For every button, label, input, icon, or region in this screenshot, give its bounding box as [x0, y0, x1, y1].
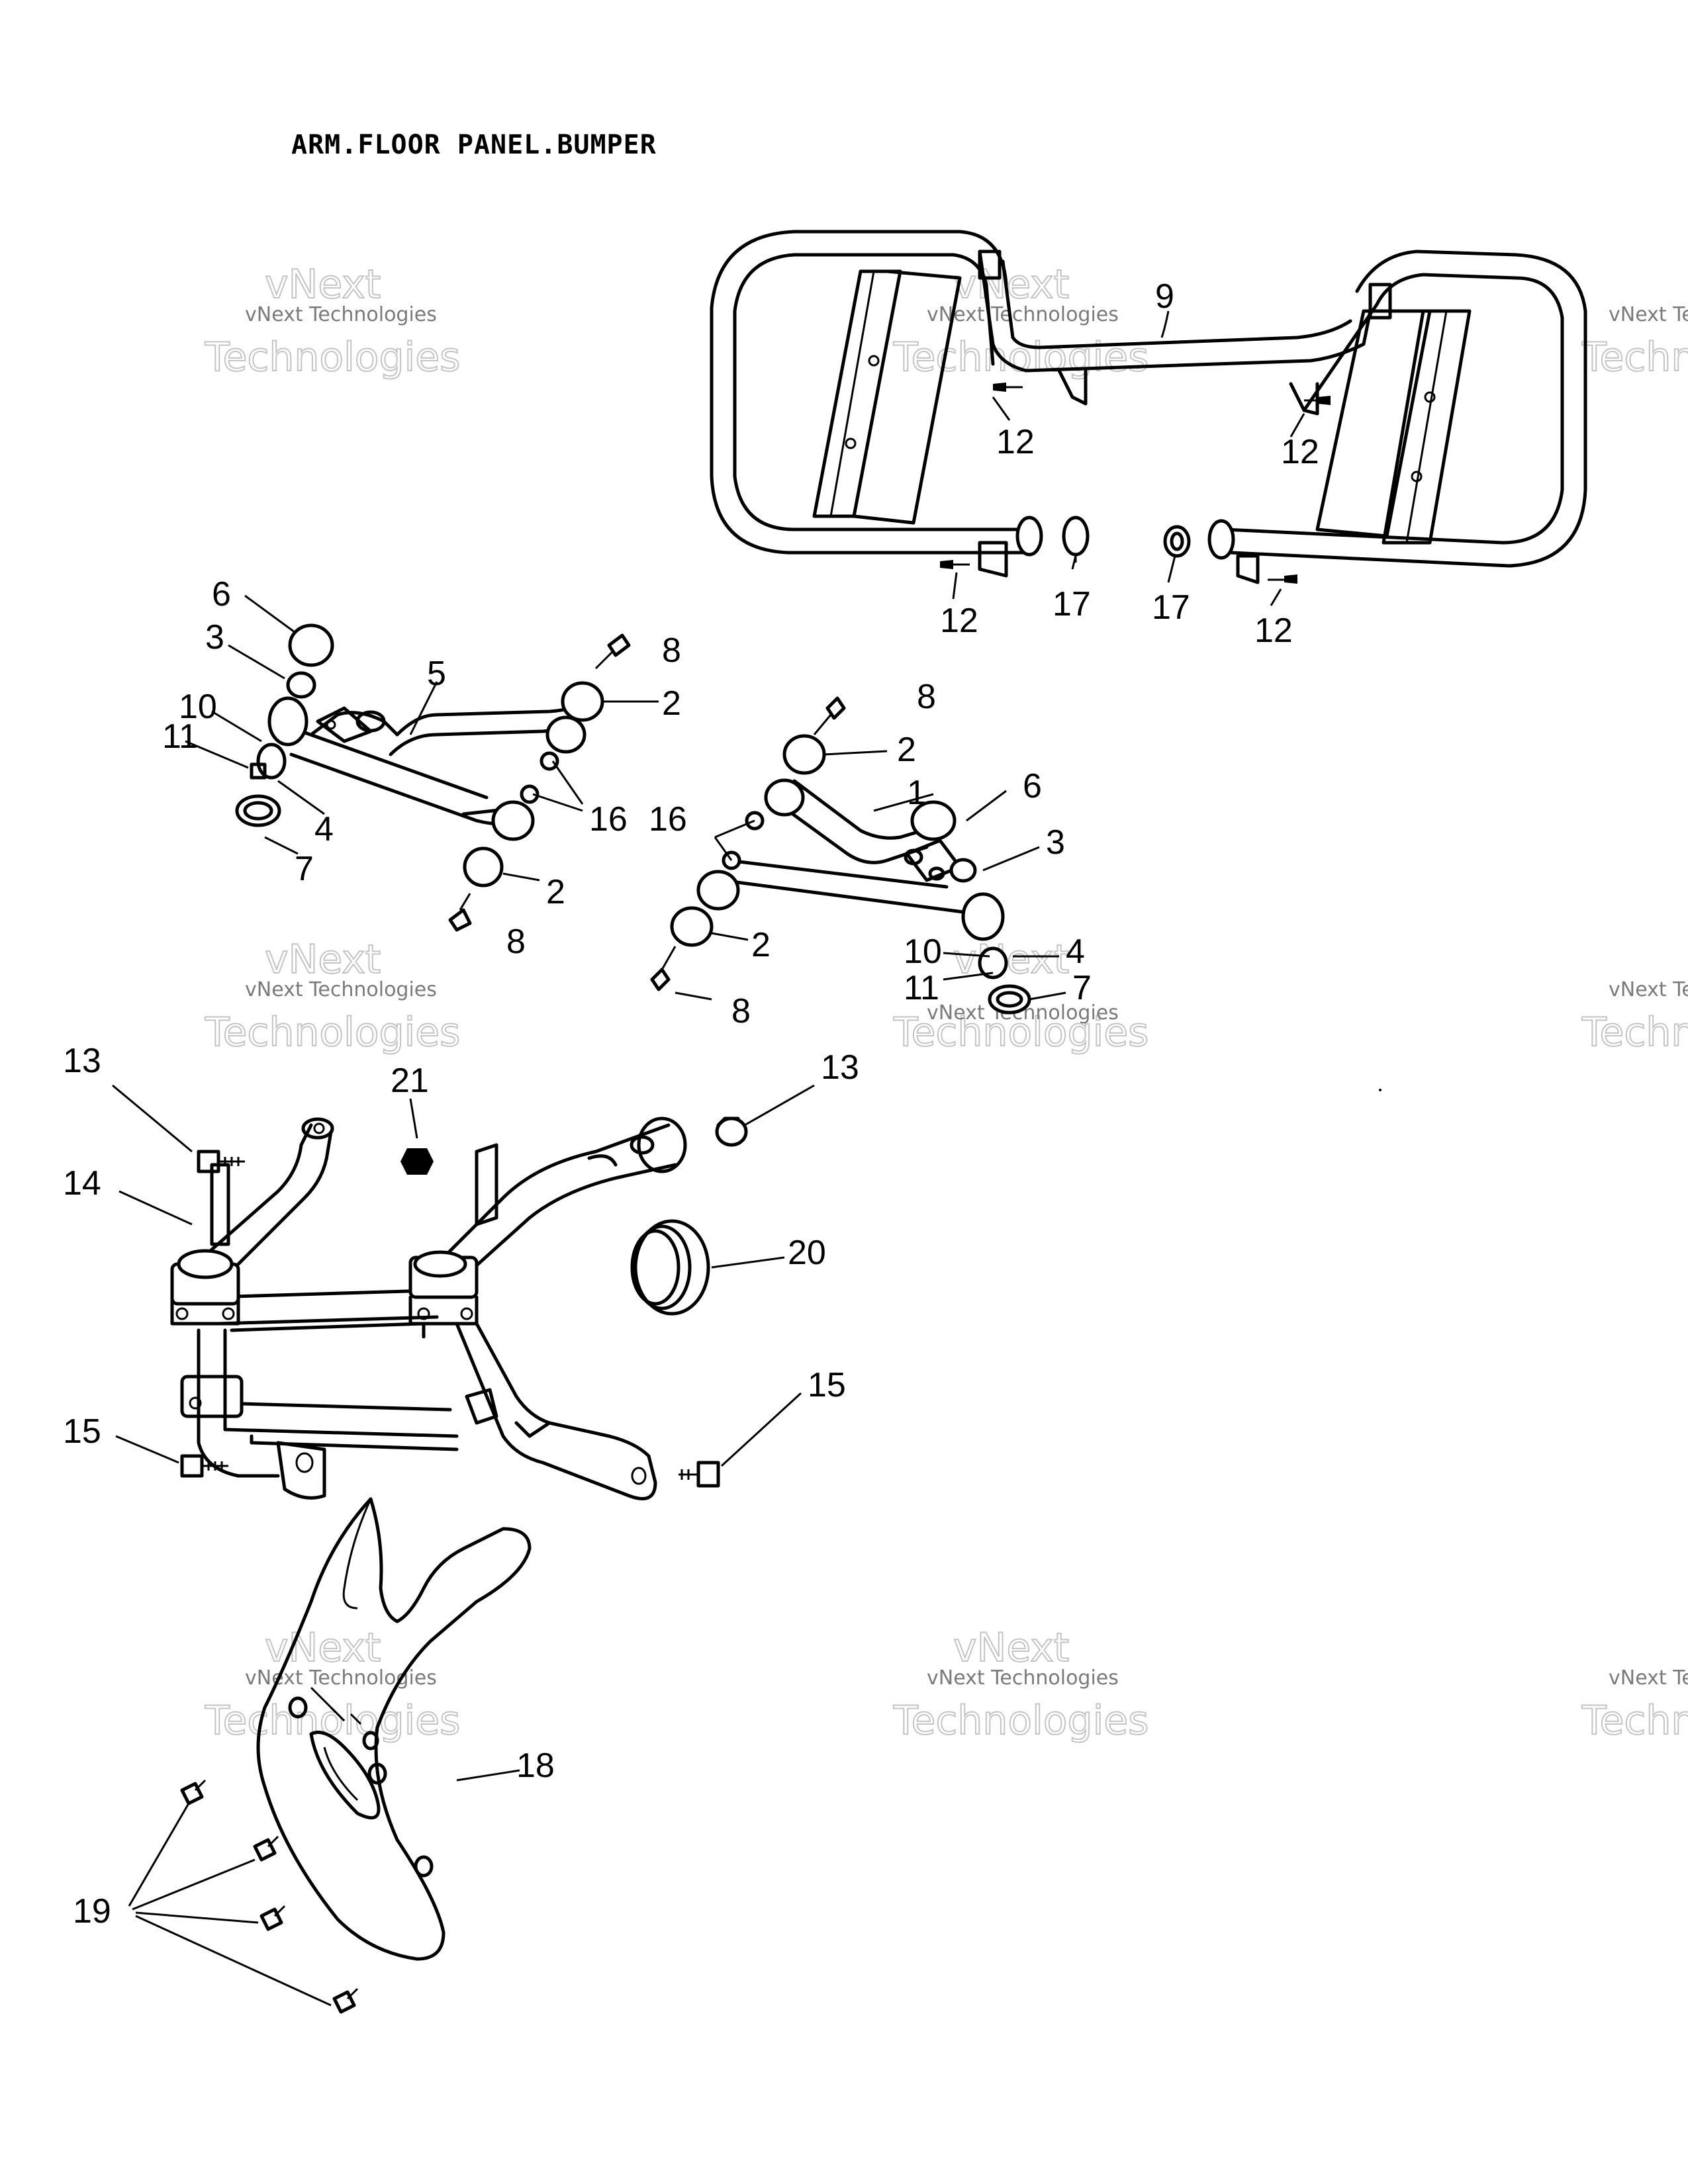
watermarks: Technologies vNext vNext Technologies Te…: [204, 261, 1688, 1745]
svg-text:vNext: vNext: [265, 261, 381, 308]
callout-7: 7: [1072, 969, 1092, 1007]
callout-12: 12: [1254, 612, 1293, 650]
bolt-19: [332, 1987, 359, 2014]
nut-21: [400, 1148, 434, 1175]
watermark: Technologies vNext vNext Technologies: [892, 1624, 1149, 1745]
bolt-19: [253, 1835, 279, 1862]
cap-13: [715, 1116, 748, 1147]
bolt-12: [993, 383, 1023, 392]
bolt-13: [197, 1150, 245, 1173]
callout-12: 12: [996, 423, 1035, 461]
front-bumper-part-14: [170, 1116, 687, 1500]
svg-text:Technologies: Technologies: [893, 1698, 1149, 1744]
callout-16: 16: [649, 800, 687, 839]
callout-14: 14: [63, 1164, 101, 1203]
svg-text:Technologies: Technologies: [1581, 1009, 1688, 1056]
bolt-15: [180, 1454, 228, 1478]
callout-2: 2: [662, 684, 681, 723]
svg-text:vNext Technologies: vNext Technologies: [927, 1666, 1119, 1690]
callout-15: 15: [63, 1412, 101, 1451]
svg-text:vNext: vNext: [265, 936, 381, 983]
svg-text:vNext Technologies: vNext Technologies: [245, 303, 437, 326]
callout-4: 4: [314, 810, 334, 848]
bolt-19: [180, 1779, 207, 1805]
plug-20: [630, 1219, 710, 1316]
svg-text:Technologies: Technologies: [893, 334, 1149, 381]
svg-text:Technologies: Technologies: [1581, 334, 1688, 381]
callout-12: 12: [940, 602, 978, 640]
arm-assembly-part-1: [650, 696, 1031, 1015]
svg-text:vNext Technologies: vNext Technologies: [1609, 978, 1688, 1001]
svg-text:vNext Technologies: vNext Technologies: [927, 303, 1119, 326]
svg-text:Technologies: Technologies: [205, 1009, 460, 1056]
svg-text:vNext Technologies: vNext Technologies: [245, 978, 437, 1001]
callout-12: 12: [1281, 433, 1319, 471]
watermark: Technologies vNext vNext Technologies: [204, 261, 461, 381]
callout-1: 1: [907, 774, 926, 812]
callout-21: 21: [391, 1062, 429, 1100]
bolt-19: [259, 1905, 286, 1931]
callout-9: 9: [1155, 277, 1174, 316]
callout-10: 10: [179, 688, 217, 726]
callout-3: 3: [1046, 823, 1065, 862]
callout-18: 18: [516, 1747, 555, 1785]
skid-plate-part-18: [256, 1497, 532, 1961]
bolt-15: [679, 1461, 720, 1488]
callout-11: 11: [162, 717, 198, 756]
watermark: Technologies vNext vNext Technologies: [204, 1624, 461, 1745]
watermark: Technologies vNext vNext Technologies: [892, 936, 1149, 1056]
callout-11: 11: [904, 969, 939, 1007]
callout-2: 2: [897, 731, 916, 769]
svg-text:Technologies: Technologies: [205, 334, 460, 381]
svg-text:vNext Technologies: vNext Technologies: [1609, 1666, 1688, 1690]
callout-6: 6: [212, 575, 231, 614]
svg-text:vNext: vNext: [265, 1625, 381, 1671]
callout-4: 4: [1066, 933, 1085, 971]
diagram-title: ARM.FLOOR PANEL.BUMPER: [291, 130, 657, 160]
bolt-12: [1304, 396, 1331, 405]
svg-text:Technologies: Technologies: [1581, 1698, 1688, 1744]
callout-16: 16: [589, 800, 628, 839]
watermark: Technologies vNext vNext Technologies: [892, 261, 1149, 381]
svg-text:vNext Technologies: vNext Technologies: [1609, 303, 1688, 326]
leader-lines: [112, 310, 1305, 2007]
callout-2: 2: [751, 926, 771, 964]
svg-text:vNext: vNext: [953, 261, 1069, 308]
stray-dot: [1379, 1089, 1382, 1091]
callout-2: 2: [546, 873, 565, 911]
callout-17: 17: [1053, 585, 1091, 623]
callout-8: 8: [917, 678, 936, 716]
watermark: Technologies vNext Technologies: [1581, 303, 1688, 381]
svg-text:vNext: vNext: [953, 1625, 1069, 1671]
callout-19: 19: [73, 1892, 111, 1931]
callout-15: 15: [808, 1366, 846, 1404]
bolt-12: [940, 560, 970, 569]
callout-3: 3: [205, 618, 224, 657]
watermark: Technologies vNext Technologies: [1581, 978, 1688, 1056]
callout-6: 6: [1023, 767, 1042, 805]
watermark: Technologies vNext Technologies: [1581, 1666, 1688, 1745]
callout-13: 13: [63, 1042, 101, 1080]
clip-17: [1062, 516, 1090, 563]
callout-13: 13: [821, 1048, 859, 1087]
clip-17: [1163, 525, 1191, 558]
svg-text:Technologies: Technologies: [893, 1009, 1149, 1056]
callout-20: 20: [788, 1234, 826, 1272]
watermark: Technologies vNext vNext Technologies: [204, 936, 461, 1056]
arm-assembly-part-5: [235, 623, 631, 932]
callout-8: 8: [662, 631, 681, 670]
callout-5: 5: [427, 655, 446, 693]
floor-panel-frame-part-9: [710, 230, 1587, 584]
callout-numbers: 9 12 12 12 12 17 17 6 3 5 8 2 10 11 4 7 …: [63, 277, 1319, 1931]
callout-8: 8: [506, 923, 526, 961]
bolt-12: [1268, 574, 1297, 584]
callout-17: 17: [1152, 588, 1190, 627]
callout-10: 10: [904, 933, 942, 971]
callout-7: 7: [295, 850, 314, 888]
callout-8: 8: [731, 992, 751, 1030]
